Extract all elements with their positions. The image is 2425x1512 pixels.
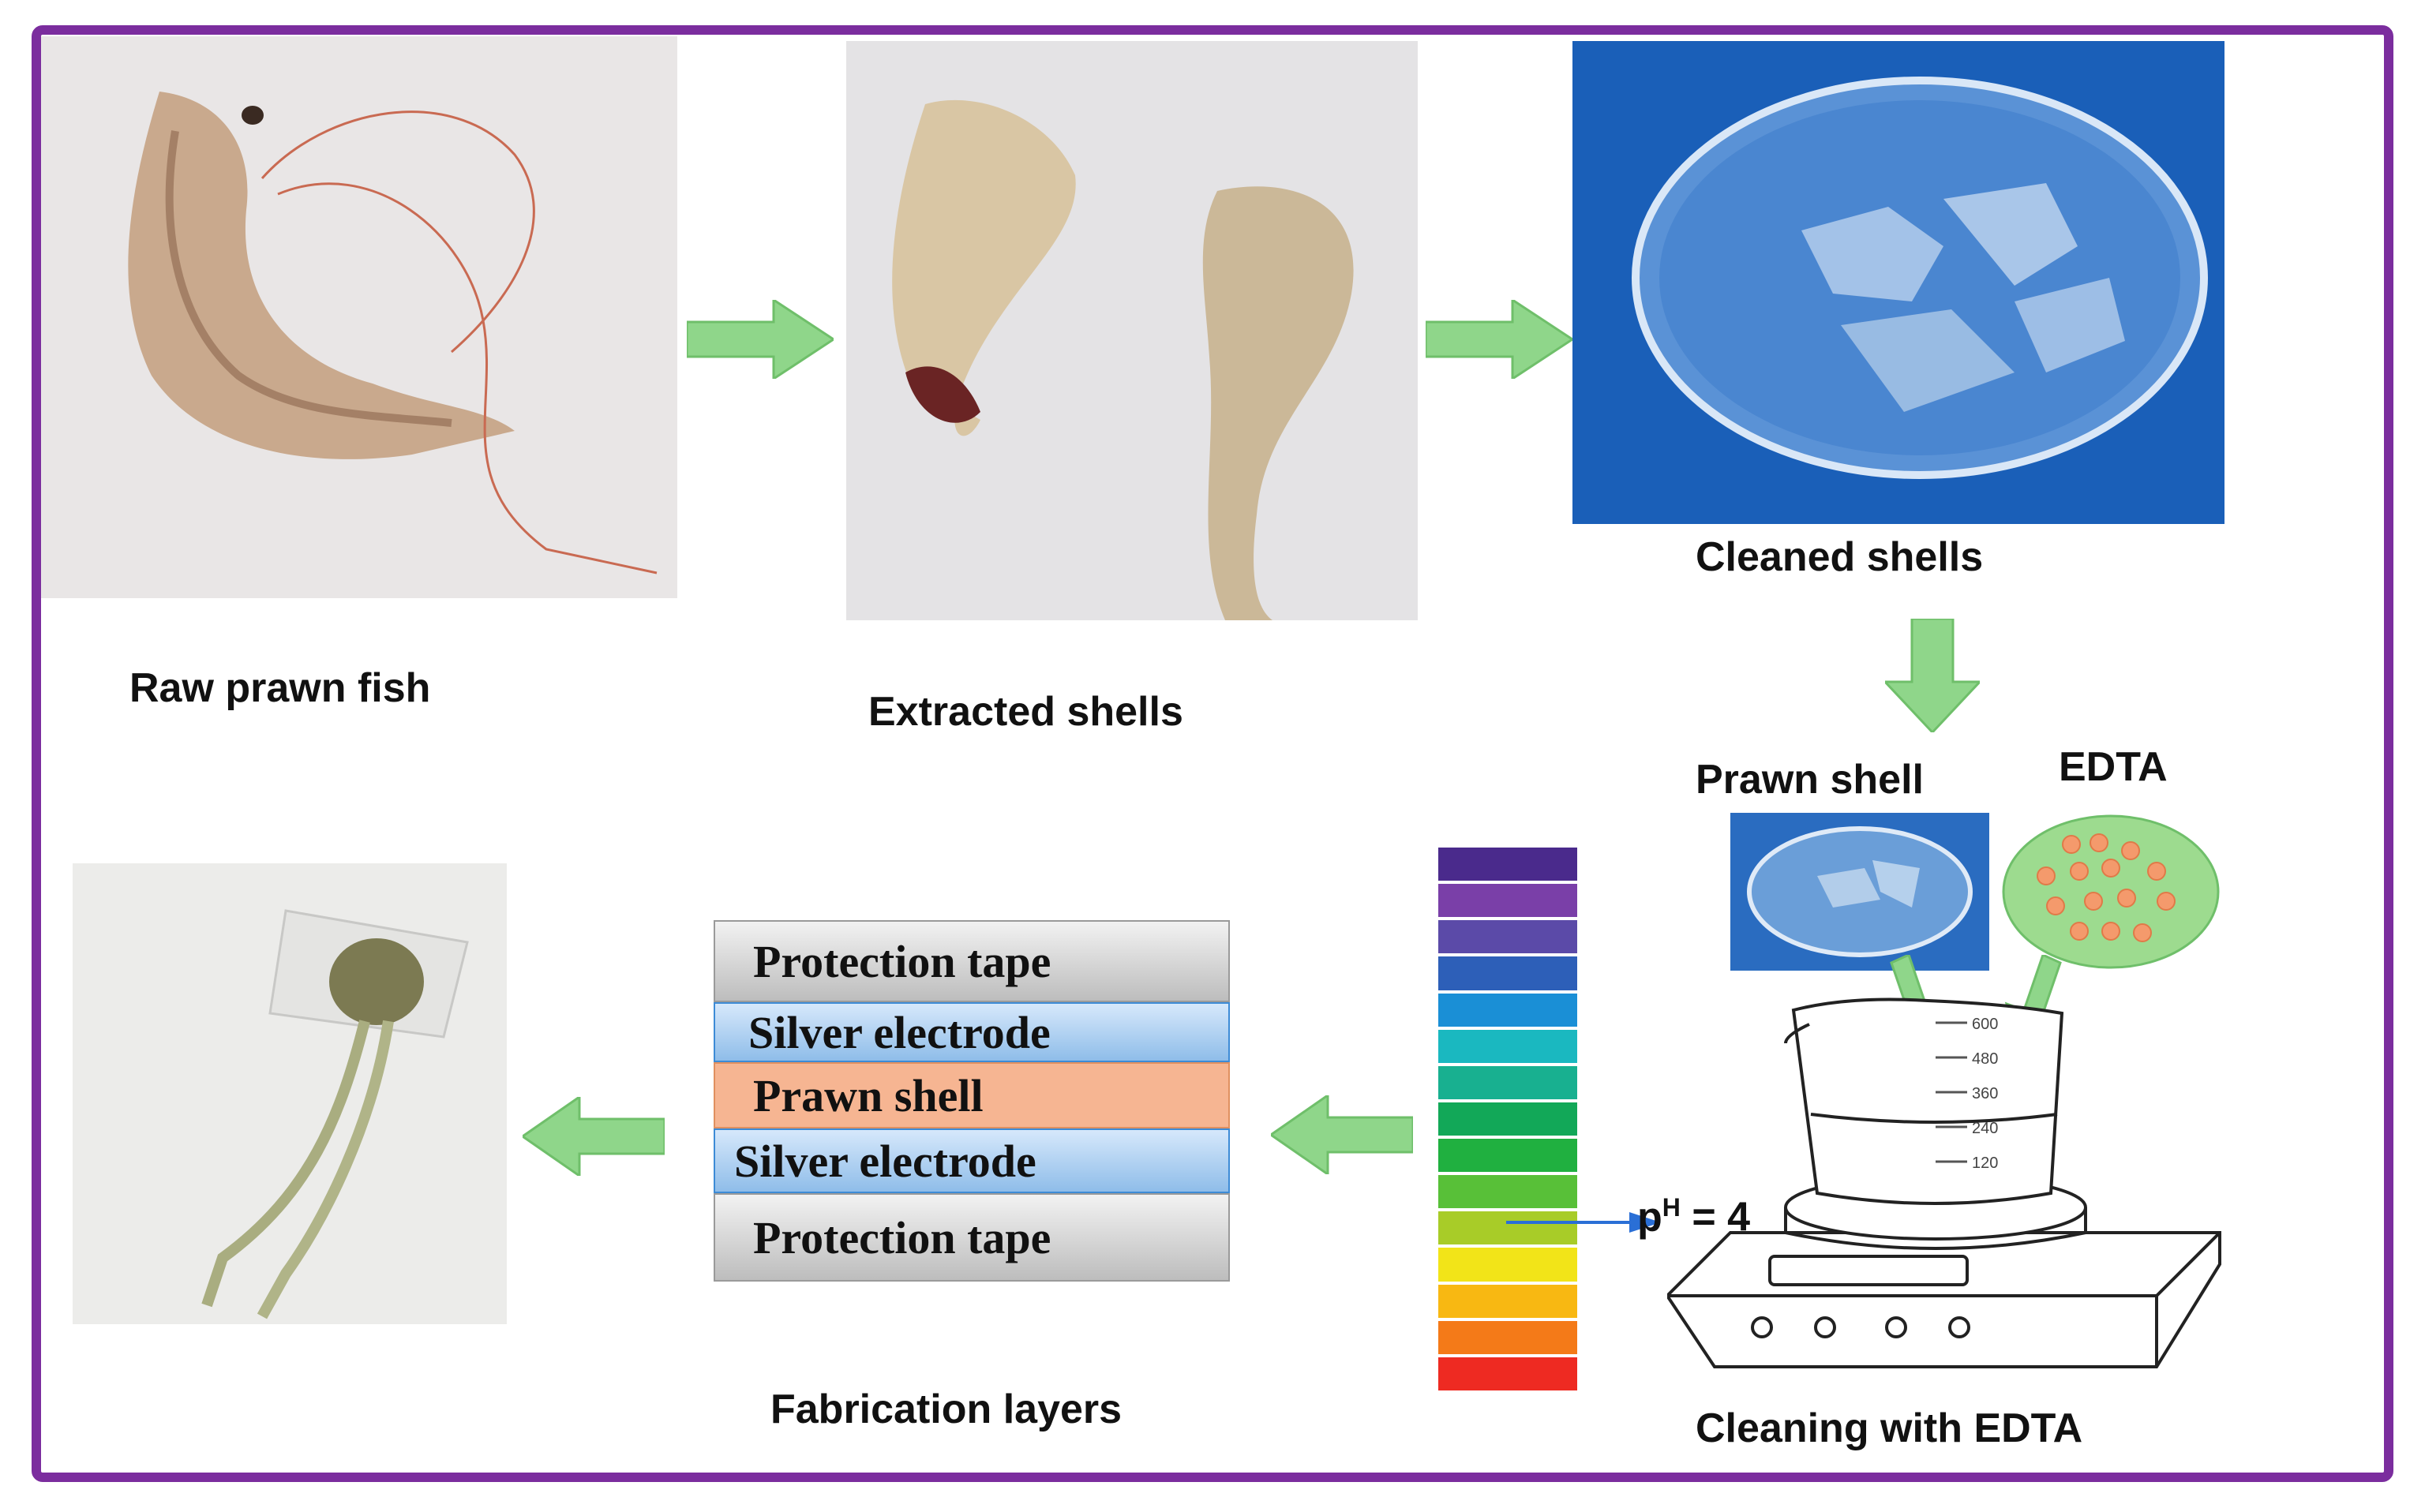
cleaned-shells-photo (1572, 41, 2224, 524)
layer-protection-tape-top: Protection tape (714, 920, 1230, 1002)
ph-indicator-arrow (1506, 1212, 1661, 1233)
ph-scale-cell (1438, 1284, 1577, 1318)
beaker-mark-120: 120 (1972, 1155, 1998, 1172)
layer-prawn-shell-label: Prawn shell (753, 1069, 984, 1121)
ph-scale-cell (1438, 1320, 1577, 1354)
ph-superscript: H (1662, 1193, 1681, 1222)
ph-scale-cell (1438, 1357, 1577, 1390)
beaker-mark-360: 360 (1972, 1085, 1998, 1102)
beaker-mark-240: 240 (1972, 1120, 1998, 1137)
layer-protection-tape-bottom: Protection tape (714, 1193, 1230, 1282)
caption-extracted-shells: Extracted shells (868, 689, 1183, 735)
arrow-right-2 (1426, 300, 1572, 379)
ph-scale-cell (1438, 956, 1577, 990)
ph-scale-cell (1438, 1029, 1577, 1063)
caption-fabrication-layers: Fabrication layers (770, 1387, 1123, 1432)
sensor-photo (73, 863, 507, 1324)
raw-prawn-photo (41, 36, 677, 598)
ph-value: = 4 (1680, 1194, 1751, 1241)
arrow-right-1 (687, 300, 834, 379)
caption-cleaning-edta: Cleaning with EDTA (1696, 1405, 2083, 1451)
caption-edta: EDTA (2059, 744, 2168, 790)
ph-scale-cell (1438, 993, 1577, 1027)
ph-scale-cell (1438, 920, 1577, 954)
caption-raw-prawn: Raw prawn fish (129, 665, 431, 711)
layer-silver-electrode-bottom-label: Silver electrode (734, 1135, 1036, 1187)
beaker-mark-600: 600 (1972, 1016, 1998, 1033)
caption-cleaned-shells: Cleaned shells (1696, 534, 1984, 580)
beaker-mark-480: 480 (1972, 1050, 1998, 1068)
beaker-on-scale-illustration: 600 480 360 240 120 (1667, 997, 2221, 1368)
layer-silver-electrode-bottom: Silver electrode (714, 1128, 1230, 1193)
layer-protection-tape-top-label: Protection tape (753, 935, 1051, 987)
arrow-left-2 (523, 1097, 665, 1176)
ph-scale-cell (1438, 1102, 1577, 1136)
ph-scale-cell (1438, 1175, 1577, 1209)
layer-silver-electrode-top-label: Silver electrode (748, 1006, 1051, 1058)
edta-circle (2002, 814, 2220, 969)
ph-scale-cell (1438, 1248, 1577, 1282)
ph-scale-cell (1438, 1065, 1577, 1099)
ph-scale-cell (1438, 884, 1577, 918)
ph-scale-cell (1438, 848, 1577, 881)
ph-symbol: p (1637, 1194, 1662, 1241)
figure-border (32, 25, 2393, 1482)
ph-label: pH = 4 (1637, 1193, 1750, 1241)
layer-prawn-shell: Prawn shell (714, 1062, 1230, 1128)
prawn-shell-thumbnail (1730, 813, 1989, 971)
layer-silver-electrode-top: Silver electrode (714, 1002, 1230, 1062)
layer-protection-tape-bottom-label: Protection tape (753, 1211, 1051, 1263)
ph-scale-cell (1438, 1139, 1577, 1173)
arrow-down (1885, 619, 1980, 732)
arrow-left-1 (1271, 1095, 1413, 1174)
ph-scale-cell (1438, 1211, 1577, 1245)
extracted-shells-photo (846, 41, 1418, 620)
caption-prawn-shell: Prawn shell (1696, 757, 1924, 803)
